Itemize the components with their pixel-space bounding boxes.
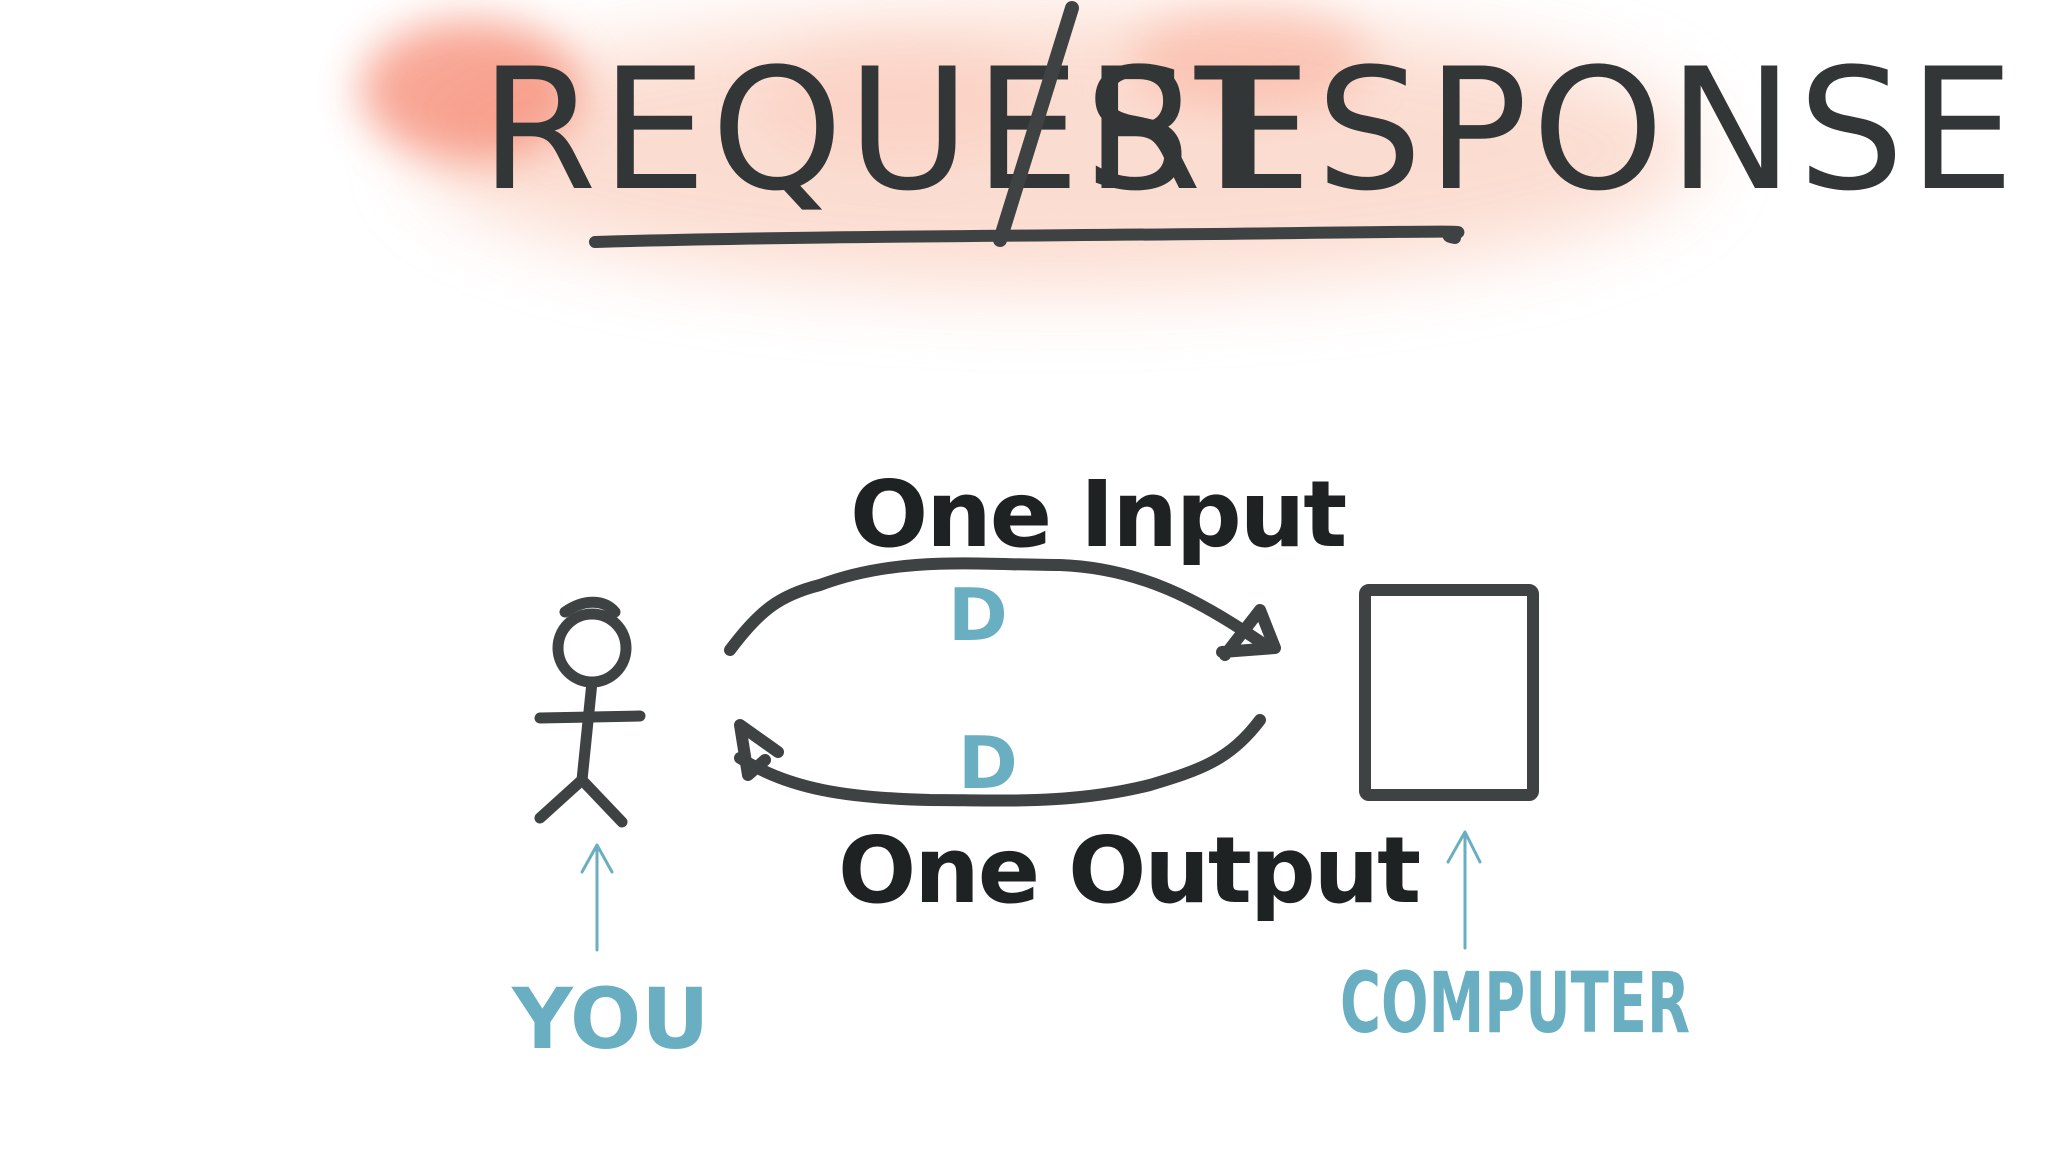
title-slash [993, 1, 1079, 247]
response-arrow [734, 714, 1266, 807]
input-packet: D [948, 573, 1008, 657]
title-response: RESPONSE [1085, 32, 2019, 228]
svg-text:D: D [958, 721, 1018, 805]
computer-pointer-arrow [1446, 830, 1482, 950]
output-packet: D [958, 721, 1018, 805]
svg-text:D: D [948, 573, 1008, 657]
title-highlight [360, 10, 1700, 290]
computer-box-icon [1359, 584, 1539, 801]
you-pointer-arrow [580, 843, 614, 952]
output-label: One Output [838, 817, 1419, 924]
computer-label: COMPUTER [1340, 954, 1690, 1052]
you-label: YOU [511, 970, 709, 1068]
title-request: REQUEST [480, 32, 1302, 228]
request-arrow [724, 557, 1281, 661]
stick-figure-icon [534, 596, 646, 828]
title-underline [589, 225, 1465, 248]
input-label: One Input [850, 461, 1345, 568]
